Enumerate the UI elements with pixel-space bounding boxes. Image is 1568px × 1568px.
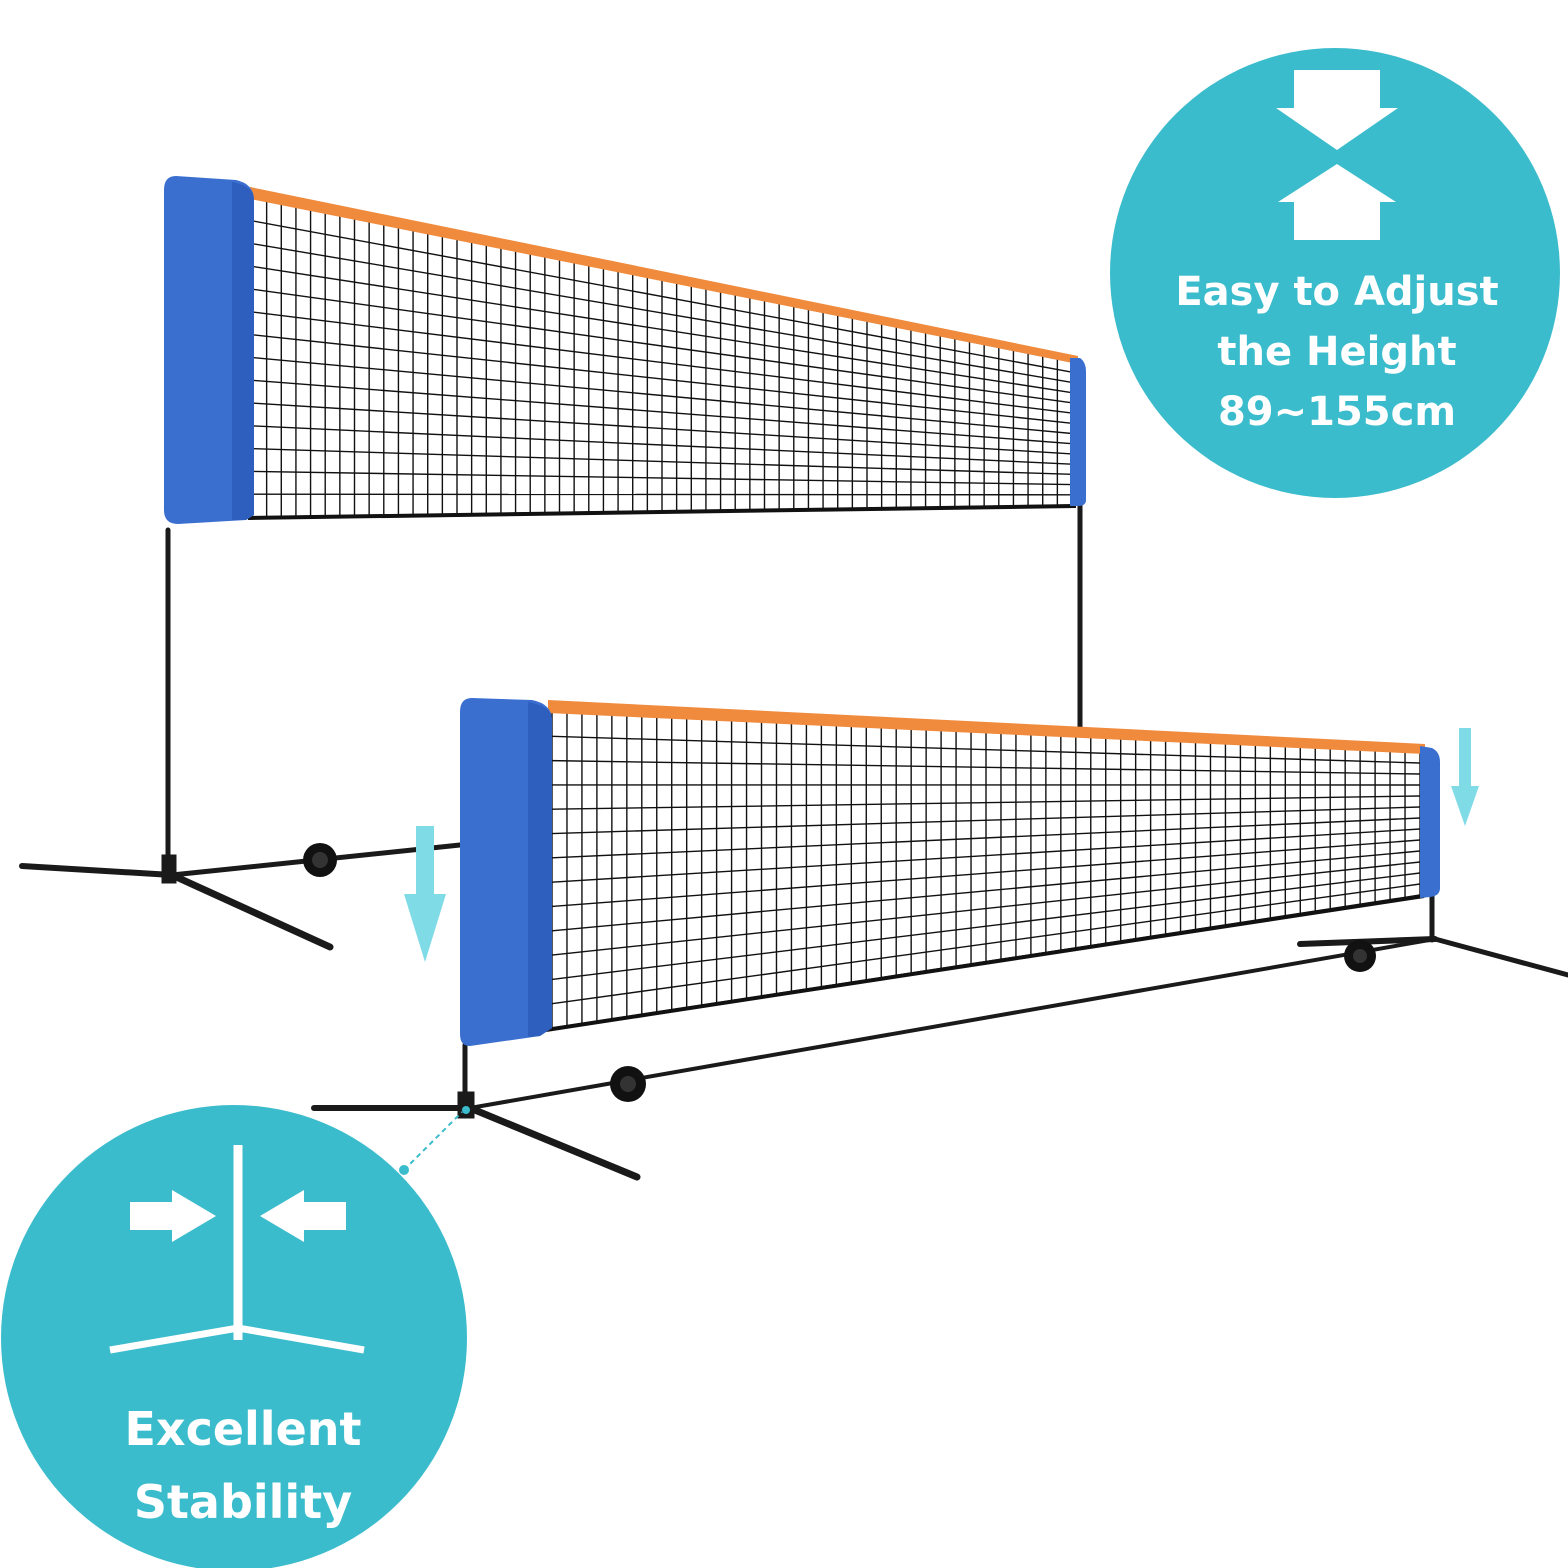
low-net-left-base <box>311 1042 641 1181</box>
stability-leader-line <box>399 1111 463 1175</box>
tall-net-mesh-hline <box>251 425 1073 465</box>
low-net-top-band <box>548 700 1425 754</box>
low-net-mesh-hline <box>551 759 1421 775</box>
tall-net-bottom-cord <box>247 504 1077 520</box>
low-net-mesh-hline <box>551 872 1421 981</box>
stability-badge-line2: Stability <box>134 1475 352 1529</box>
low-net-right-sleeve <box>1420 746 1440 898</box>
tall-net-mesh-hline <box>251 470 1073 486</box>
tall-net-mesh-hline <box>251 334 1073 424</box>
low-net-mesh-hline <box>551 795 1421 810</box>
tall-net-mesh-hline <box>251 220 1073 373</box>
tall-net-mesh-hline <box>251 379 1073 445</box>
tall-net-mesh-hline <box>251 356 1073 435</box>
low-net-mesh-hline <box>551 828 1421 883</box>
low-net-left-sleeve-shade <box>528 702 552 1037</box>
height-badge-line3: 89~155cm <box>1218 389 1456 435</box>
tall-net <box>19 176 1086 951</box>
stability-badge: Excellent Stability <box>1 1105 467 1568</box>
height-compress-arrows-icon <box>1276 70 1398 240</box>
low-net <box>311 698 1568 1181</box>
tall-net-left-sleeve <box>164 176 254 524</box>
low-net-left-knob <box>610 1066 646 1102</box>
tall-net-left-knob <box>303 843 337 877</box>
low-net-mesh-hline <box>551 817 1421 859</box>
low-net-mesh-hline <box>551 850 1421 932</box>
low-net-mesh-hline <box>551 861 1421 956</box>
height-badge: Easy to Adjust the Height 89~155cm <box>1110 48 1560 498</box>
low-net-mesh-hline <box>551 883 1421 1005</box>
tall-net-mesh-hline <box>251 493 1073 496</box>
tall-net-mesh-hline <box>251 447 1073 476</box>
low-net-mesh <box>548 706 1422 1030</box>
lower-height-arrow-right <box>1451 728 1479 826</box>
low-net-mesh-hline <box>551 735 1421 764</box>
lower-height-arrow-left <box>404 826 446 962</box>
tall-net-mesh-hline <box>251 242 1073 384</box>
low-net-mesh-hline <box>551 806 1421 835</box>
stability-badge-line1: Excellent <box>124 1402 361 1456</box>
height-badge-line2: the Height <box>1217 329 1456 375</box>
tall-net-top-band <box>250 187 1078 364</box>
tall-net-right-sleeve <box>1070 358 1086 506</box>
tall-net-mesh-hline <box>251 402 1073 455</box>
low-net-right-knob <box>1344 940 1376 972</box>
low-net-mesh-hline <box>551 839 1421 908</box>
tall-net-mesh-hline <box>251 288 1073 404</box>
low-net-bottom-cord <box>545 894 1425 1032</box>
tall-net-left-base <box>19 527 463 951</box>
height-badge-line1: Easy to Adjust <box>1175 269 1498 315</box>
low-net-foot-connector <box>462 1106 470 1114</box>
tall-net-mesh-hline <box>251 311 1073 414</box>
tall-net-mesh-hline <box>251 265 1073 394</box>
stand-stability-icon <box>109 1145 365 1354</box>
tall-net-left-sleeve-shade <box>232 182 254 520</box>
